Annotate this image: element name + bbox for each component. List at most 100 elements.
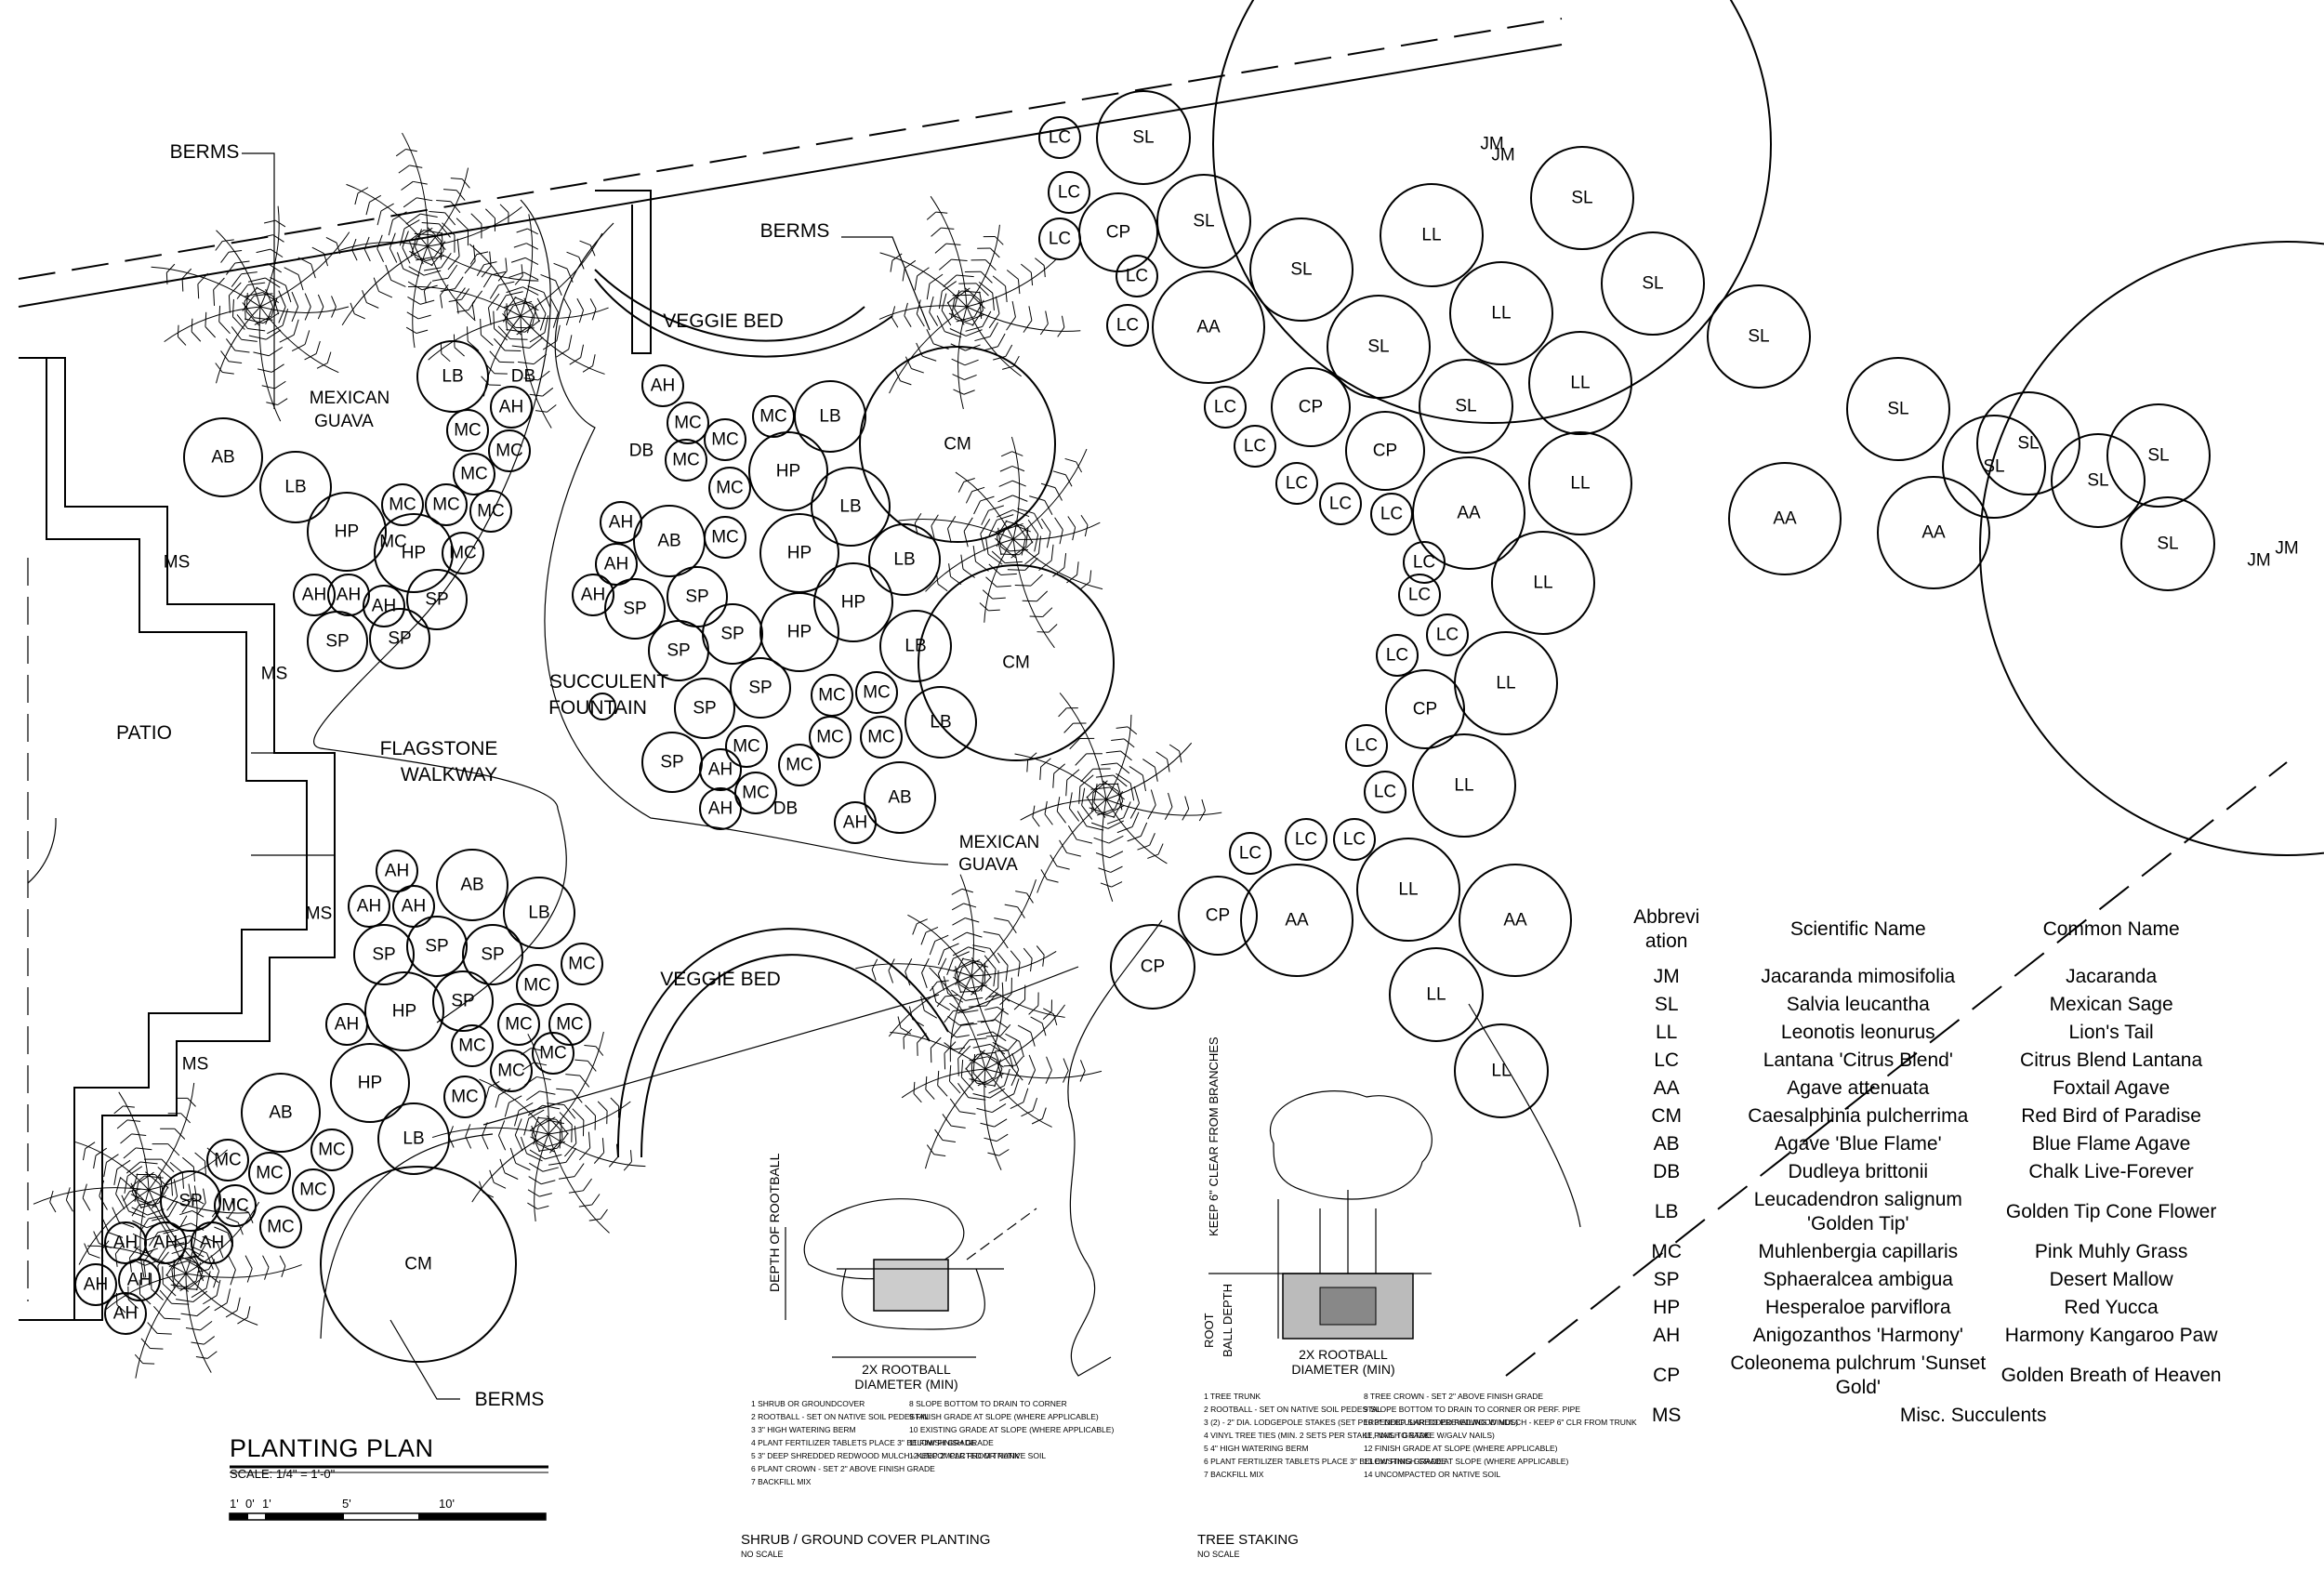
plant-code-ll: LL	[1570, 474, 1590, 494]
plant-circle-cp	[1078, 192, 1158, 272]
plant-code-lc: LC	[1126, 267, 1148, 286]
plant-circle-mc	[665, 439, 707, 482]
property-boundary	[18, 18, 2288, 1377]
plant-code-lc: LC	[1116, 316, 1139, 336]
shrub-note: 12 UNCOMPACTED OR NATIVE SOIL	[909, 1451, 1047, 1460]
legend-scientific: Jacaranda mimosifolia	[1761, 966, 1956, 987]
tree-notes-left: 1 TREE TRUNK 2 ROOTBALL - SET ON NATIVE …	[1204, 1392, 1518, 1483]
plant-code-ah: AH	[302, 586, 326, 605]
plant-code-lc: LC	[1058, 183, 1080, 203]
plant-code-hp: HP	[787, 623, 812, 642]
plant-circle-sp	[353, 924, 415, 985]
plant-code-mc: MC	[716, 479, 744, 498]
palm-symbol	[431, 1031, 646, 1234]
plant-circle-mc	[708, 467, 751, 509]
plant-circle-sp	[369, 608, 430, 669]
plant-code-ll: LL	[1454, 776, 1473, 796]
plant-circle-lc	[1285, 818, 1327, 861]
shrub-note: 8 SLOPE BOTTOM TO DRAIN TO CORNER	[909, 1399, 1067, 1408]
plant-circle-jm	[1979, 241, 2324, 856]
legend-common: Harmony Kangaroo Paw	[2004, 1325, 2218, 1346]
shrub-note: 3 3" HIGH WATERING BERM	[751, 1425, 856, 1434]
tree-detail-title: TREE STAKING	[1197, 1532, 1299, 1548]
plant-code-hp: HP	[335, 522, 359, 542]
plant-circle-lb	[377, 1102, 450, 1175]
legend-row: HP Hesperaloe parviflora Red Yucca	[1613, 1294, 2226, 1322]
plant-circle-sp	[406, 916, 468, 977]
tree-note: 14 UNCOMPACTED OR NATIVE SOIL	[1364, 1470, 1501, 1479]
plant-code-ah: AH	[127, 1271, 152, 1290]
plant-code-ah: AH	[200, 1234, 224, 1253]
plant-code-mc: MC	[505, 1015, 533, 1035]
scale-tick-4: 5'	[342, 1497, 351, 1511]
plant-circle-cm	[918, 564, 1115, 761]
plant-circle-cp	[1345, 411, 1425, 491]
plant-code-mc: MC	[672, 451, 700, 470]
plant-circle-ah	[191, 1221, 233, 1264]
plant-circle-cp	[1110, 924, 1195, 1010]
plant-circle-hp	[374, 513, 454, 593]
plant-circle-lb	[416, 340, 489, 413]
legend-abbr: CM	[1651, 1105, 1683, 1127]
plant-circle-hp	[330, 1043, 410, 1123]
legend-row: DB Dudleya brittonii Chalk Live-Forever	[1613, 1158, 2226, 1186]
plant-circle-mc	[453, 453, 495, 495]
plant-code-cp: CP	[1413, 700, 1437, 719]
legend-scientific: Coleonema pulchrum 'Sunset Gold'	[1730, 1353, 1987, 1398]
legend-common: Desert Mallow	[2049, 1269, 2173, 1290]
legend-scientific: Misc. Succulents	[1899, 1405, 2047, 1426]
legend-scientific: Anigozanthos 'Harmony'	[1752, 1325, 1963, 1346]
plant-circle-aa	[1240, 864, 1353, 977]
shrub-note: 9 FINISH GRADE AT SLOPE (WHERE APPLICABL…	[909, 1412, 1099, 1421]
legend-header-row: Abbrevi ation Scientific Name Common Nam…	[1613, 904, 2226, 963]
legend-row: LL Leonotis leonurus Lion's Tail	[1613, 1019, 2226, 1047]
plant-code-sl: SL	[1367, 337, 1389, 357]
plant-circle-hp	[759, 592, 839, 672]
legend-scientific: Hesperaloe parviflora	[1764, 1297, 1951, 1318]
plant-circle-ah	[327, 574, 370, 616]
plant-code-sp: SP	[685, 587, 708, 607]
shrub-detail-scale: NO SCALE	[741, 1550, 784, 1559]
plant-code-sl: SL	[1983, 457, 2004, 477]
plant-code-mc: MC	[389, 495, 416, 515]
plant-circle-ah	[490, 386, 533, 429]
plant-circle-lb	[905, 686, 977, 759]
plant-circle-sl	[2120, 496, 2215, 591]
jm-label-2: JM	[2247, 551, 2270, 571]
tree-note: 11 FINISH GRADE	[1364, 1431, 1431, 1440]
scale-bar: 1' 0' 1' 5' 10'	[229, 1465, 548, 1521]
plant-code-sp: SP	[388, 629, 411, 649]
shrub-notes-left: 1 SHRUB OR GROUNDCOVER 2 ROOTBALL - SET …	[751, 1399, 1020, 1490]
legend-scientific: Lantana 'Citrus Blend'	[1763, 1049, 1953, 1071]
berms-label-1: BERMS	[170, 141, 240, 163]
veggie-bed-bottom-label: VEGGIE BED	[660, 969, 781, 990]
plant-code-sp: SP	[667, 641, 690, 661]
plant-circle-lc	[1234, 425, 1276, 468]
plant-code-hp: HP	[787, 544, 812, 563]
plant-circle-mc	[451, 1024, 494, 1067]
plant-code-lc: LC	[1286, 474, 1308, 494]
tree-detail-scale: NO SCALE	[1197, 1550, 1240, 1559]
palm-symbol	[1014, 693, 1222, 902]
plant-code-sp: SP	[178, 1192, 202, 1211]
jm-label-1: JM	[1491, 146, 1514, 165]
plant-circle-lc	[1403, 541, 1446, 584]
legend-common: Jacaranda	[2066, 966, 2158, 987]
legend-abbr: SL	[1654, 994, 1679, 1015]
plant-circle-sl	[1096, 90, 1191, 185]
plant-code-hp: HP	[358, 1074, 382, 1093]
plant-code-cp: CP	[1373, 442, 1397, 461]
plant-code-mc: MC	[568, 955, 596, 974]
plant-code-lc: LC	[1413, 553, 1435, 573]
legend-common: Citrus Blend Lantana	[2020, 1049, 2203, 1071]
ms-label-3: MS	[306, 904, 333, 924]
legend-abbr: HP	[1653, 1297, 1681, 1318]
plant-circle-ab	[436, 849, 508, 921]
scale-tick-5: 10'	[439, 1497, 455, 1511]
legend-abbr: MS	[1651, 1405, 1682, 1426]
area-labels: PATIO FLAGSTONE WALKWAY SUCCULENT FOUNTA…	[116, 141, 2271, 1410]
plant-circle-lc	[1106, 304, 1149, 347]
plant-circle-mc	[532, 1032, 574, 1075]
swale-line-2	[1468, 1003, 1581, 1228]
plant-circle-ah	[572, 574, 614, 616]
